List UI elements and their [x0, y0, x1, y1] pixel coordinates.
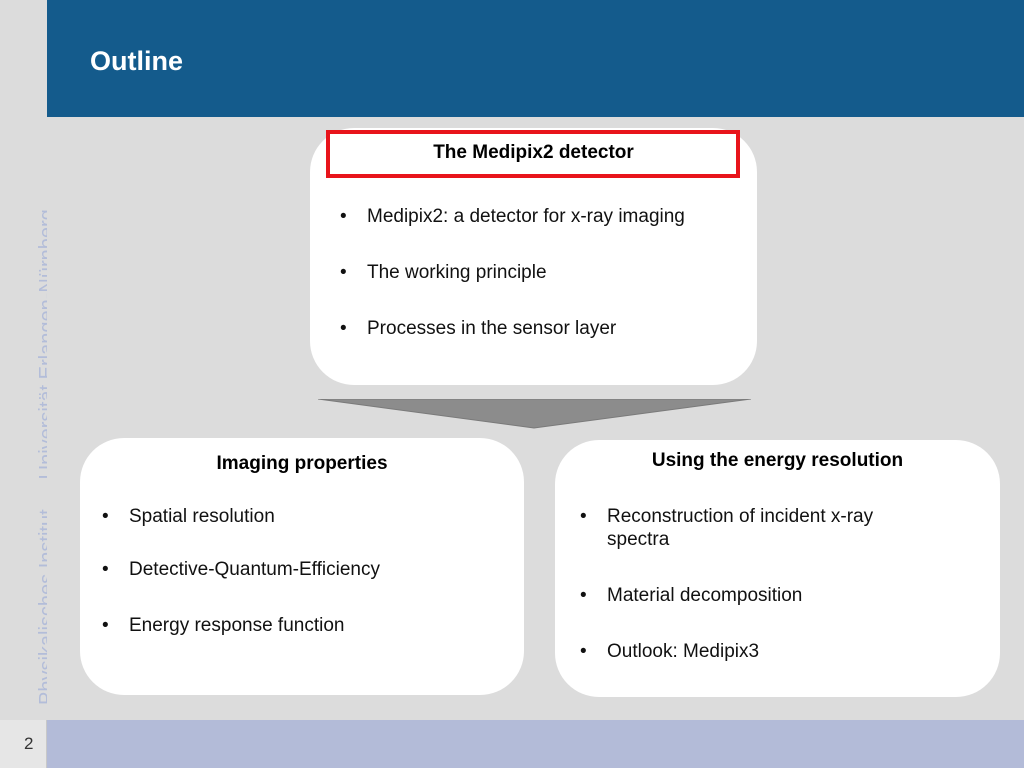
top-box-list: Medipix2: a detector for x-ray imaging T…	[340, 205, 750, 373]
medipix2-detector-box: The Medipix2 detector Medipix2: a detect…	[310, 128, 757, 385]
list-item: The working principle	[340, 261, 750, 284]
footer-page-cell	[0, 720, 47, 768]
list-item: Energy response function	[102, 614, 502, 637]
left-box-list: Spatial resolution Detective-Quantum-Eff…	[102, 505, 502, 667]
right-box-list: Reconstruction of incident x-ray spectra…	[580, 505, 940, 696]
list-item: Medipix2: a detector for x-ray imaging	[340, 205, 750, 228]
energy-resolution-box: Using the energy resolution Reconstructi…	[555, 440, 1000, 697]
slide-title: Outline	[90, 46, 183, 76]
left-box-title: Imaging properties	[216, 453, 388, 474]
list-item: Spatial resolution	[102, 505, 502, 528]
top-box-title: The Medipix2 detector	[433, 142, 634, 163]
footer-bar	[47, 720, 1024, 768]
list-item: Processes in the sensor layer	[340, 317, 750, 340]
list-item: Detective-Quantum-Efficiency	[102, 558, 502, 581]
imaging-properties-box: Imaging properties Spatial resolution De…	[80, 438, 524, 695]
current-section-highlight	[326, 130, 740, 178]
list-item: Material decomposition	[580, 584, 940, 607]
funnel-arrow-shape	[318, 399, 751, 429]
slide-header: Outline	[47, 0, 1024, 117]
list-item: Outlook: Medipix3	[580, 640, 940, 663]
list-item: Reconstruction of incident x-ray spectra	[580, 505, 940, 551]
sidebar	[0, 117, 47, 720]
right-box-title: Using the energy resolution	[651, 450, 904, 471]
page-number: 2	[24, 734, 34, 753]
top-left-corner	[0, 0, 47, 117]
